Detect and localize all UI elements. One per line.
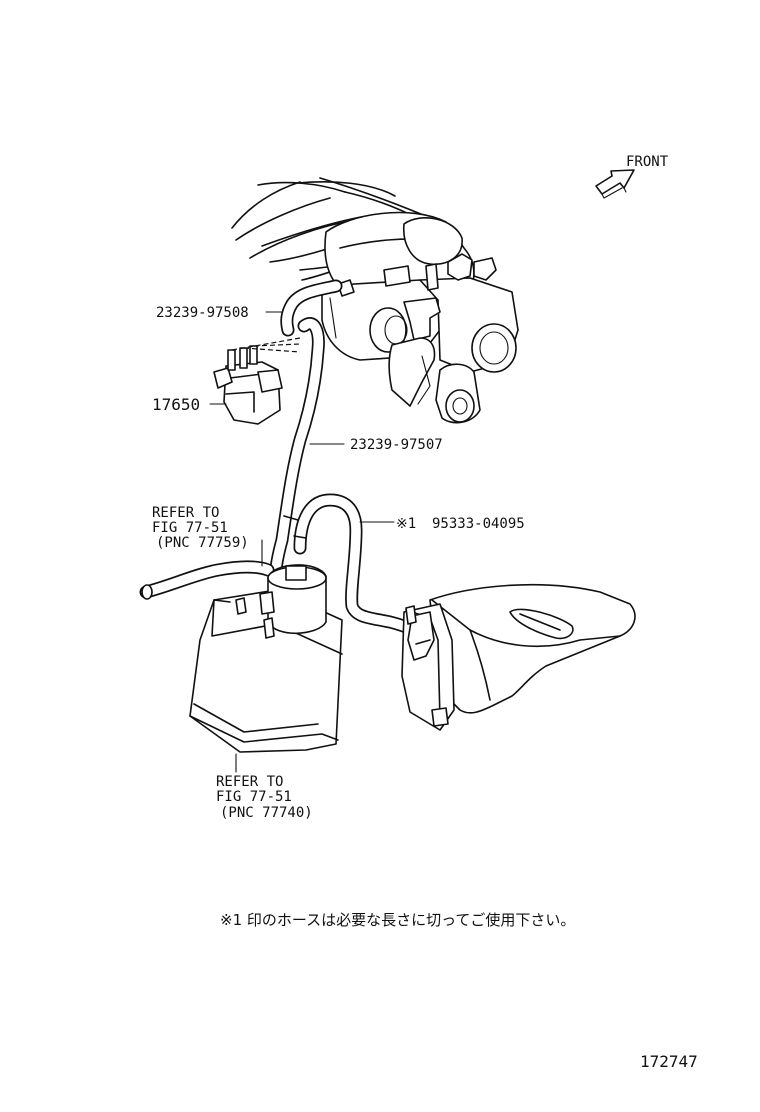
ref-fuel-line-line2: FIG 77-51 xyxy=(152,520,228,536)
front-arrow-icon xyxy=(595,169,635,199)
charcoal-canister xyxy=(189,564,343,753)
figure-id: 172747 xyxy=(640,1052,698,1071)
ref-canister-line2: FIG 77-51 xyxy=(216,789,292,805)
hose-upper xyxy=(280,279,343,337)
fuel-line-hose xyxy=(139,560,275,600)
throttle-body xyxy=(321,211,519,424)
vsv-valve xyxy=(213,345,283,425)
fuel-tank-assembly xyxy=(401,583,636,731)
vsv-connection-lines xyxy=(231,337,301,353)
footnote: ※1 印のホースは必要な長さに切ってご使用下さい。 xyxy=(220,911,575,929)
part-number-hose-upper: 23239-97508 xyxy=(156,305,249,321)
part-number-hose-cut: 95333-04095 xyxy=(432,516,525,532)
ref-canister-line1: REFER TO xyxy=(216,774,283,790)
hose-cut-marker: ※1 xyxy=(396,516,416,532)
intake-manifold xyxy=(231,177,451,281)
hose-main xyxy=(269,317,325,579)
ref-canister-line3: (PNC 77740) xyxy=(220,805,313,821)
ref-fuel-line-line1: REFER TO xyxy=(152,505,219,521)
part-number-vsv: 17650 xyxy=(152,395,200,414)
hose-cut-to-length xyxy=(293,493,415,635)
front-label: FRONT xyxy=(626,154,669,170)
ref-fuel-line-line3: (PNC 77759) xyxy=(156,535,249,551)
part-number-hose-main: 23239-97507 xyxy=(350,437,443,453)
